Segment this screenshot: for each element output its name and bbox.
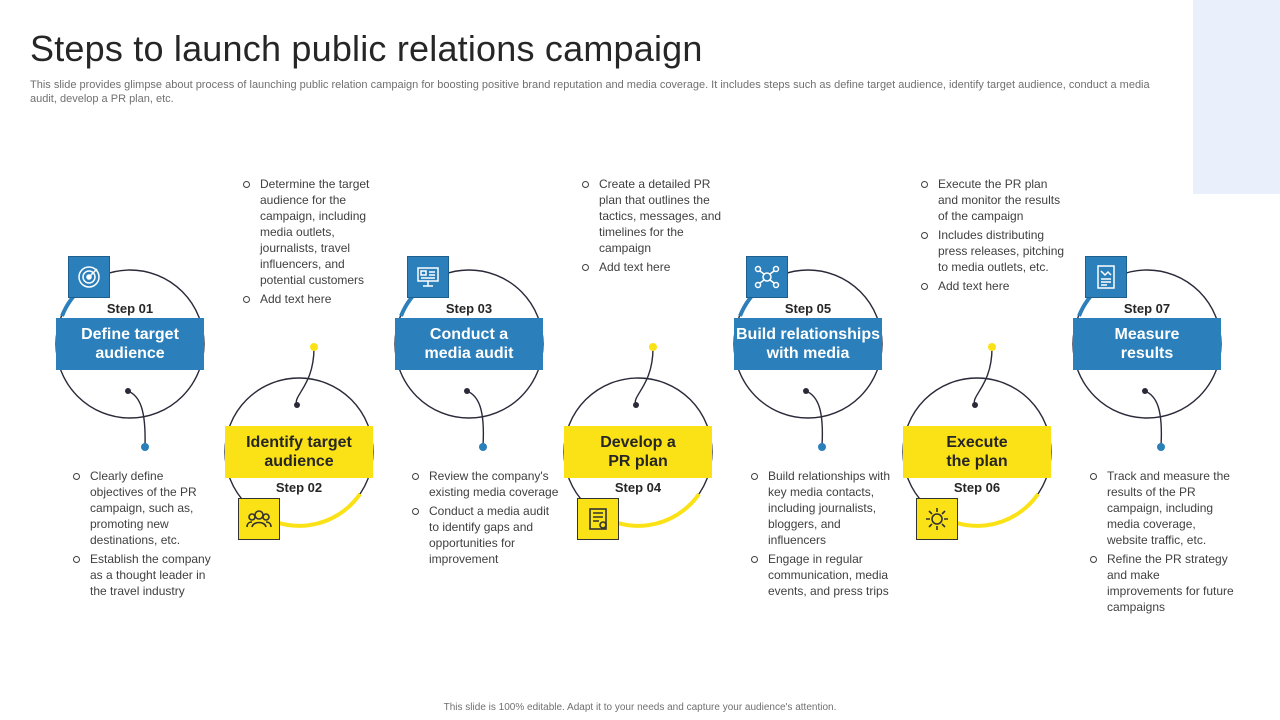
connector-04: [634, 347, 654, 406]
target-icon: [68, 256, 110, 298]
step-07-title: Measure results: [1073, 318, 1221, 370]
endpoint-dot: [988, 343, 996, 351]
step-01-bullet: Clearly define objectives of the PR camp…: [72, 468, 220, 548]
step-01-label: Step 01: [106, 301, 154, 316]
endpoint-dot: [310, 343, 318, 351]
endpoint-dot: [479, 443, 487, 451]
step-01-title-line1: Define target: [81, 326, 179, 343]
connector-02: [295, 347, 315, 406]
step-02-bullets: Determine the target audience for the ca…: [242, 176, 390, 310]
footer-note: This slide is 100% editable. Adapt it to…: [443, 702, 837, 713]
endpoint-dot: [649, 343, 657, 351]
step-07-title-line1: Measure: [1114, 326, 1180, 343]
step-07-title-line2: results: [1120, 345, 1174, 362]
report-icon: [1085, 256, 1127, 298]
page-title: Steps to launch public relations campaig…: [30, 28, 703, 69]
connector-03: [466, 390, 485, 447]
step-02-label: Step 02: [275, 480, 323, 495]
step-05-title-line2: with media: [766, 345, 850, 362]
corner-accent: [1193, 0, 1280, 194]
step-06-bullets: Execute the PR plan and monitor the resu…: [920, 176, 1068, 297]
step-07-bullets: Track and measure the results of the PR …: [1089, 468, 1237, 618]
step-03-label: Step 03: [445, 301, 493, 316]
pr-plan-icon: [577, 498, 619, 540]
step-06-bullet: Execute the PR plan and monitor the resu…: [920, 176, 1068, 224]
step-06-bullet: Includes distributing press releases, pi…: [920, 227, 1068, 275]
endpoint-dot: [818, 443, 826, 451]
connector-07: [1144, 390, 1163, 447]
gear-icon: [916, 498, 958, 540]
step-04-title-line1: Develop a: [600, 434, 676, 451]
step-02-title-line1: Identify target: [246, 434, 352, 451]
step-06-title-line1: Execute: [946, 434, 1008, 451]
page-subtitle: This slide provides glimpse about proces…: [30, 79, 1150, 105]
step-05-title-line1: Build relationships: [735, 326, 880, 343]
step-05-title: Build relationships with media: [734, 318, 882, 370]
step-07-bullet: Track and measure the results of the PR …: [1089, 468, 1237, 548]
step-01-title: Define target audience: [56, 318, 204, 370]
step-06-label: Step 06: [953, 480, 1001, 495]
step-03-title-line2: media audit: [424, 345, 514, 362]
step-02-title-line2: audience: [264, 453, 334, 470]
step-05-bullet: Build relationships with key media conta…: [750, 468, 898, 548]
step-02-title: Identify target audience: [225, 426, 373, 478]
media-audit-icon: [407, 256, 449, 298]
audience-icon: [238, 498, 280, 540]
step-07-label: Step 07: [1123, 301, 1171, 316]
step-06-title-line2: the plan: [946, 453, 1008, 470]
connector-06: [973, 347, 993, 406]
step-06-title: Execute the plan: [903, 426, 1051, 478]
step-01-bullets: Clearly define objectives of the PR camp…: [72, 468, 220, 602]
step-04-bullet: Create a detailed PR plan that outlines …: [581, 176, 729, 256]
step-04-bullets: Create a detailed PR plan that outlines …: [581, 176, 729, 278]
step-04-label: Step 04: [614, 480, 662, 495]
connector-01: [127, 390, 146, 447]
step-03-bullet: Review the company's existing media cove…: [411, 468, 559, 500]
step-05-bullet: Engage in regular communication, media e…: [750, 551, 898, 599]
step-05-bullets: Build relationships with key media conta…: [750, 468, 898, 602]
step-02-bullet: Add text here: [242, 291, 390, 307]
step-01-bullet: Establish the company as a thought leade…: [72, 551, 220, 599]
endpoint-dot: [141, 443, 149, 451]
step-04-bullet: Add text here: [581, 259, 729, 275]
step-02-bullet: Determine the target audience for the ca…: [242, 176, 390, 288]
step-07-bullet: Refine the PR strategy and make improvem…: [1089, 551, 1237, 615]
step-03-title-line1: Conduct a: [429, 326, 509, 343]
step-01-title-line2: audience: [95, 345, 165, 362]
step-03-bullet: Conduct a media audit to identify gaps a…: [411, 503, 559, 567]
step-03-bullets: Review the company's existing media cove…: [411, 468, 559, 570]
connector-05: [805, 390, 824, 447]
network-icon: [746, 256, 788, 298]
endpoint-dot: [1157, 443, 1165, 451]
step-04-title: Develop a PR plan: [564, 426, 712, 478]
step-03-title: Conduct a media audit: [395, 318, 543, 370]
step-04-title-line2: PR plan: [608, 453, 668, 470]
step-06-bullet: Add text here: [920, 278, 1068, 294]
step-05-label: Step 05: [784, 301, 832, 316]
